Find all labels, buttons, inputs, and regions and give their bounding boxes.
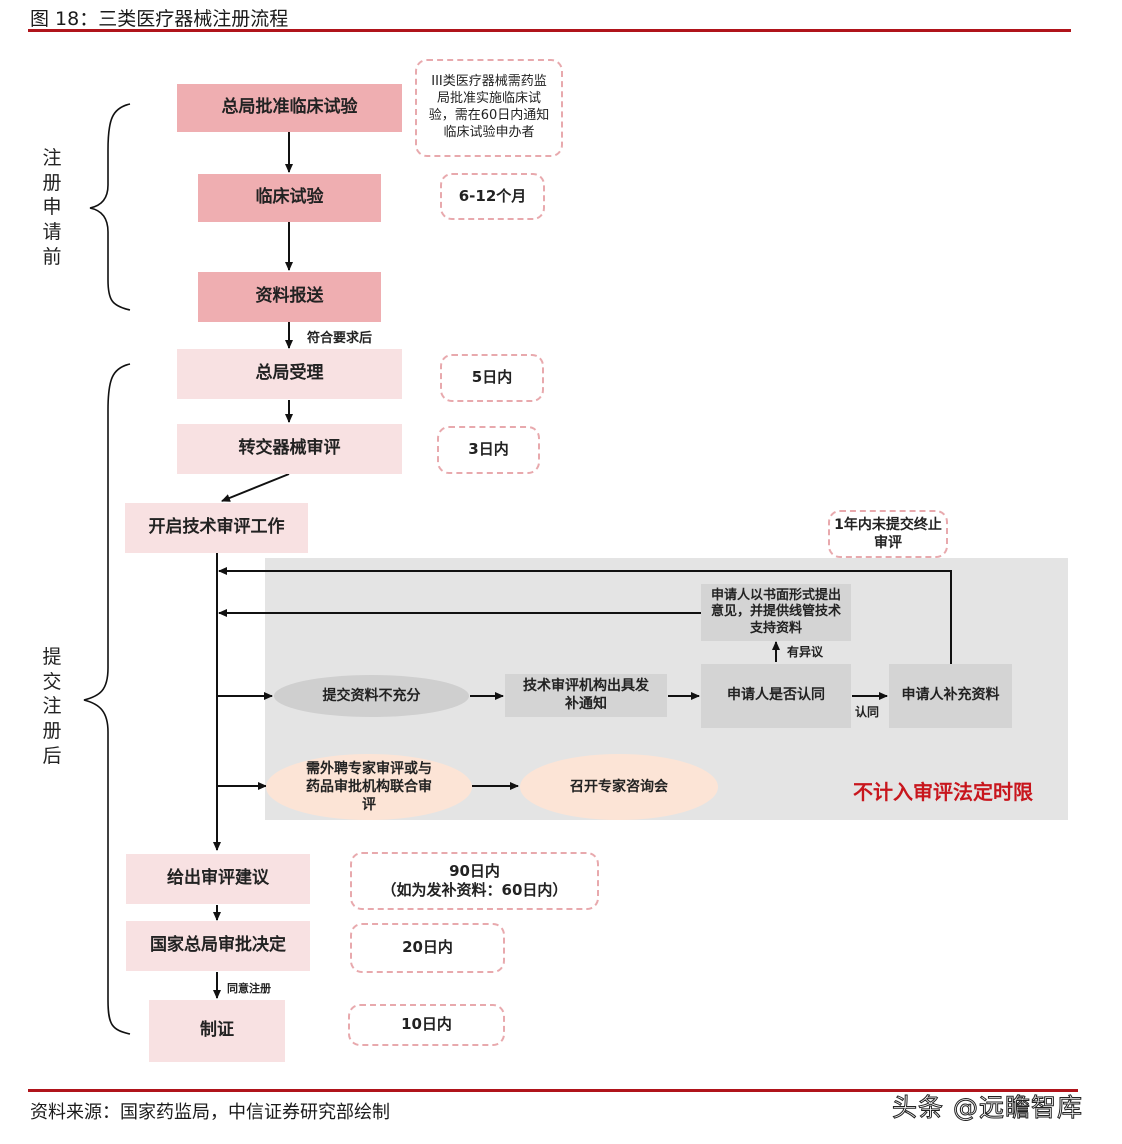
note-accept: 5日内: [440, 354, 544, 402]
note-review-advice: 90日内 （如为发补资料：60日内）: [350, 852, 599, 910]
node-applicant-agrees[interactable]: 申请人是否认同: [701, 664, 851, 728]
note-review-advice-line2: （如为发补资料：60日内）: [381, 881, 568, 899]
watermark: 头条 @远瞻智库: [892, 1093, 1083, 1123]
transition-label: 符合要求后: [307, 331, 373, 346]
note-timeout: 1年内未提交终止审评: [828, 510, 948, 558]
phase-label-pre: 注册申请前: [42, 146, 66, 269]
note-certificate: 10日内: [348, 1004, 505, 1046]
step-transfer-review[interactable]: 转交器械审评: [177, 424, 402, 474]
approve-label: 同意注册: [227, 982, 271, 995]
node-insufficient[interactable]: 提交资料不充分: [274, 675, 469, 717]
node-supplement-notice[interactable]: 技术审评机构出具发补通知: [505, 674, 667, 717]
source-note: 资料来源：国家药监局，中信证券研究部绘制: [30, 1102, 390, 1123]
note-transfer-review: 3日内: [437, 426, 540, 474]
objection-label: 有异议: [787, 645, 824, 659]
step-submit-documents[interactable]: 资料报送: [198, 272, 381, 322]
figure-title: 图 18：三类医疗器械注册流程: [30, 8, 289, 30]
step-start-technical-review[interactable]: 开启技术审评工作: [125, 503, 308, 553]
note-review-advice-line1: 90日内: [449, 861, 500, 880]
pre-phase-brace: [89, 103, 131, 311]
agree-label: 认同: [855, 705, 880, 719]
phase-label-pre-text: 注册申请前: [42, 147, 62, 268]
step-clinical-trial[interactable]: 临床试验: [198, 174, 381, 222]
post-phase-brace: [83, 363, 131, 1035]
arrow-transfer-to-start: [221, 473, 290, 502]
step-approval-decision[interactable]: 国家总局审批决定: [126, 921, 310, 971]
step-accept[interactable]: 总局受理: [177, 349, 402, 399]
note-approval-decision: 20日内: [350, 923, 505, 973]
arrow-supplement-return: [218, 567, 952, 664]
node-expert-meeting[interactable]: 召开专家咨询会: [520, 754, 718, 820]
note-clinical-trial: 6-12个月: [440, 173, 545, 220]
step-approve-clinical-trial[interactable]: 总局批准临床试验: [177, 84, 402, 132]
phase-label-post: 提交注册后: [42, 645, 66, 768]
note-approve-clinical-trial: III类医疗器械需药监局批准实施临床试验，需在60日内通知临床试验申办者: [415, 59, 563, 157]
node-supplement-docs[interactable]: 申请人补充资料: [889, 664, 1012, 728]
step-certificate[interactable]: 制证: [149, 1000, 285, 1062]
node-expert-review[interactable]: 需外聘专家审评或与药品审批机构联合审评: [266, 754, 472, 820]
footer-rule: [28, 1089, 1078, 1092]
step-review-advice[interactable]: 给出审评建议: [126, 854, 310, 904]
title-rule: [28, 29, 1071, 32]
phase-label-post-text: 提交注册后: [42, 646, 62, 767]
excluded-time-note: 不计入审评法定时限: [853, 780, 1033, 804]
node-objection[interactable]: 申请人以书面形式提出意见，并提供线管技术支持资料: [701, 584, 851, 641]
